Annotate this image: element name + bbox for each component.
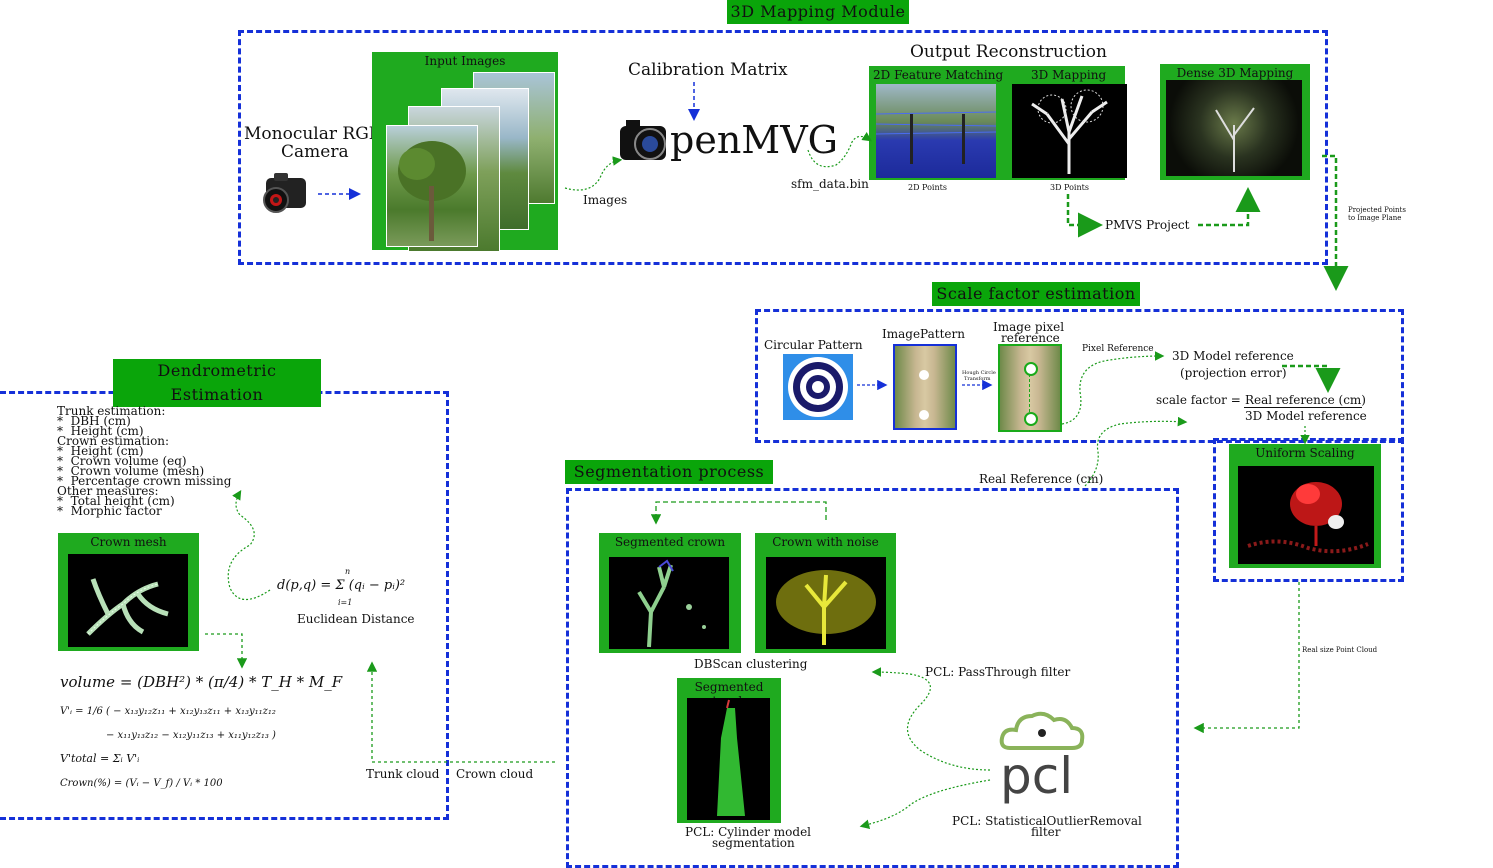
input-image-1 bbox=[386, 125, 478, 247]
arrow-scaling-to-pcl bbox=[1193, 582, 1300, 734]
scaled-pointcloud-icon bbox=[1247, 482, 1369, 554]
circular-pattern-image bbox=[783, 354, 853, 420]
pcl-logo: pcl bbox=[998, 706, 1088, 810]
input-images-title: Input Images bbox=[424, 54, 506, 68]
dendro-module-title: Dendrometric Estimation bbox=[113, 359, 321, 407]
cylinder-label-line1: PCL: Cylinder model bbox=[685, 825, 812, 839]
scale-formula-lhs: scale factor = bbox=[1156, 393, 1241, 407]
crown-cloud-label: Crown cloud bbox=[456, 767, 534, 781]
dense-mapping-image bbox=[1166, 80, 1302, 176]
scale-module-frame bbox=[755, 309, 1404, 443]
points-3d-label: 3D Points bbox=[1050, 183, 1089, 192]
feature-matching-image bbox=[875, 84, 997, 178]
crown-noise-title: Crown with noise bbox=[772, 535, 879, 549]
pixel-reference-label: Pixel Reference bbox=[1082, 344, 1154, 354]
trunk-cloud-label: Trunk cloud bbox=[366, 767, 440, 781]
scale-formula-fraction-bar bbox=[1244, 407, 1362, 408]
scale-module-title: Scale factor estimation bbox=[932, 282, 1140, 306]
mapping-module-title: 3D Mapping Module bbox=[727, 0, 909, 24]
image-pattern-label: ImagePattern bbox=[882, 327, 965, 341]
segmented-crown-icon bbox=[637, 559, 706, 648]
crown-noise-image bbox=[766, 557, 886, 649]
euclid-sum-top: n bbox=[345, 567, 351, 576]
projected-label-line2: to Image Plane bbox=[1348, 214, 1402, 222]
points-2d-label: 2D Points bbox=[908, 183, 947, 192]
tree-photo-icon bbox=[398, 141, 466, 241]
euclid-sum-bottom: i=1 bbox=[338, 598, 353, 607]
list-item: Trunk estimation: bbox=[57, 404, 166, 418]
mapping-module-frame bbox=[238, 30, 1328, 265]
output-reconstruction-title: Output Reconstruction bbox=[910, 42, 1107, 62]
volume-formula: volume = (DBH²) * (π/4) * T_H * M_F bbox=[60, 673, 343, 691]
hough-label-line2: Transform bbox=[964, 376, 991, 382]
pcl-logo-text: pcl bbox=[1000, 747, 1074, 805]
list-item: * Crown volume (eq) bbox=[57, 454, 187, 468]
list-item: * Total height (cm) bbox=[57, 494, 175, 508]
mapping-3d-image bbox=[1012, 84, 1127, 178]
dense-mapping-title: Dense 3D Mapping bbox=[1176, 66, 1294, 80]
crown-mesh-image bbox=[68, 554, 188, 647]
projected-label-line1: Projected Points bbox=[1348, 206, 1406, 214]
segmented-crown-image bbox=[609, 557, 729, 649]
crown-pct-formula: Crown(%) = (Vᵢ − V_f) / Vᵢ * 100 bbox=[60, 778, 223, 789]
segmentation-module-title: Segmentation process bbox=[565, 460, 773, 484]
vtotal-formula: V'total = Σᵢ V'ᵢ bbox=[60, 752, 140, 765]
pixel-ref-label-line1: Image pixel bbox=[993, 320, 1065, 334]
real-size-label: Real size Point Cloud bbox=[1302, 646, 1378, 654]
openmvg-logo-text: penMVG bbox=[670, 118, 838, 162]
euclidean-label: Euclidean Distance bbox=[297, 612, 415, 626]
cylinder-label-line2: segmentation bbox=[712, 836, 795, 850]
model-ref-label-line1: 3D Model reference bbox=[1172, 349, 1294, 363]
pmvs-label: PMVS Project bbox=[1105, 218, 1190, 232]
list-item: * DBH (cm) bbox=[57, 414, 131, 428]
pcl-cloud-icon bbox=[999, 711, 1085, 750]
crown-mesh-icon bbox=[86, 578, 169, 636]
model-ref-label-line2: (projection error) bbox=[1180, 366, 1287, 380]
feature-matching-title: 2D Feature Matching bbox=[873, 68, 1004, 82]
dbscan-label: DBScan clustering bbox=[694, 657, 808, 671]
sfm-label: sfm_data.bin bbox=[791, 177, 869, 191]
vi-formula-line1: V'ᵢ = 1/6 ( − x₁₃y₁₂z₁₁ + x₁₂y₁₃z₁₁ + x₁… bbox=[60, 706, 276, 717]
list-item: * Height (cm) bbox=[57, 424, 144, 438]
images-label: Images bbox=[583, 193, 628, 207]
real-reference-label: Real Reference (cm) bbox=[979, 472, 1104, 486]
mapping-3d-title: 3D Mapping bbox=[1031, 68, 1107, 82]
pixel-ref-photo bbox=[998, 344, 1062, 432]
segmented-crown-title: Segmented crown bbox=[614, 535, 726, 549]
list-item: * Height (cm) bbox=[57, 444, 144, 458]
outlier-label-line1: PCL: StatisticalOutlierRemoval bbox=[952, 814, 1142, 828]
vi-formula-line2: − x₁₁y₁₃z₁₂ − x₁₂y₁₁z₁₃ + x₁₁y₁₂z₁₃ ) bbox=[106, 730, 276, 741]
tree-pointcloud-icon bbox=[1031, 89, 1108, 174]
camera-label-line2: Camera bbox=[281, 142, 349, 162]
list-item: Other measures: bbox=[57, 484, 159, 498]
uniform-scaling-title: Uniform Scaling bbox=[1255, 446, 1355, 460]
segmented-trunk-image bbox=[687, 698, 770, 820]
circular-pattern-label: Circular Pattern bbox=[764, 338, 863, 352]
passthrough-label: PCL: PassThrough filter bbox=[925, 665, 1071, 679]
target-pattern-icon bbox=[788, 357, 848, 417]
image-pattern-photo bbox=[893, 344, 957, 430]
uniform-scaling-image bbox=[1238, 466, 1374, 564]
openmvg-logo: penMVG bbox=[618, 112, 838, 168]
list-item: * Morphic factor bbox=[57, 504, 162, 518]
camera-label-line1: Monocular RGB bbox=[244, 124, 382, 144]
scale-formula-denominator: 3D Model reference bbox=[1245, 409, 1367, 423]
crown-mesh-title: Crown mesh bbox=[90, 535, 167, 549]
list-item: Crown estimation: bbox=[57, 434, 170, 448]
calibration-label: Calibration Matrix bbox=[628, 60, 788, 80]
scale-formula-numerator: Real reference (cm) bbox=[1245, 393, 1366, 407]
pixel-ref-label-line2: reference bbox=[1001, 331, 1060, 345]
crown-noise-icon bbox=[776, 570, 876, 645]
openmvg-camera-icon bbox=[620, 120, 666, 160]
euclid-formula: d(p,q) = Σ (qᵢ − pᵢ)² bbox=[277, 578, 406, 593]
list-item: * Percentage crown missing bbox=[57, 474, 232, 488]
list-item: * Crown volume (mesh) bbox=[57, 464, 205, 478]
camera-icon bbox=[263, 173, 306, 213]
hough-label-line1: Hough Circle bbox=[962, 370, 996, 376]
outlier-label-line2: filter bbox=[1031, 825, 1061, 839]
trunk-pointcloud-icon bbox=[717, 699, 745, 816]
